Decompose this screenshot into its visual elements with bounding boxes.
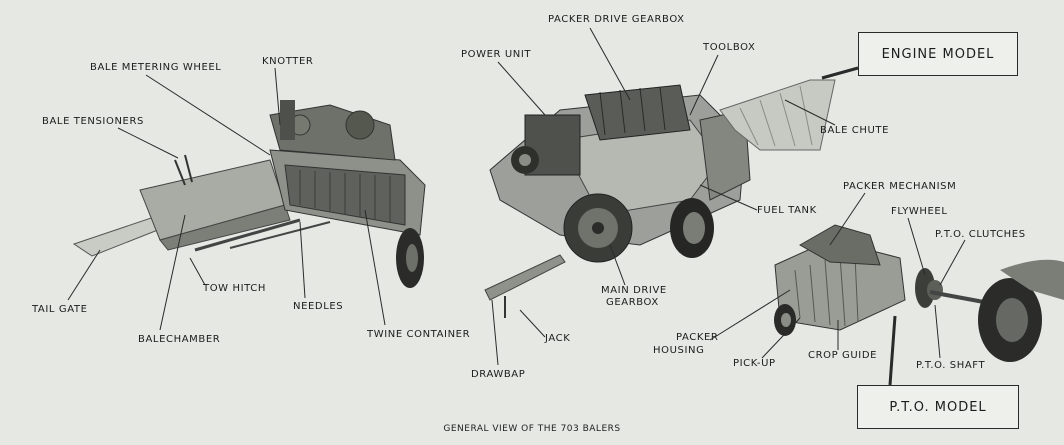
- label-pto-shaft: P.T.O. SHAFT: [916, 360, 986, 371]
- label-main-drive-gearbox: GEARBOX: [606, 297, 659, 308]
- leader-lines: [67, 27, 966, 386]
- label-tail-gate: TAIL GATE: [32, 304, 88, 315]
- label-toolbox: TOOLBOX: [703, 42, 756, 53]
- engine-model-box: ENGINE MODEL: [858, 32, 1018, 76]
- label-flywheel: FLYWHEEL: [891, 206, 948, 217]
- label-pto-clutches: P.T.O. CLUTCHES: [935, 229, 1026, 240]
- label-jack: JACK: [545, 333, 571, 344]
- label-twine-container: TWINE CONTAINER: [367, 329, 471, 340]
- label-packer-housing: HOUSING: [653, 345, 705, 356]
- label-pick-up: PICK-UP: [733, 358, 776, 369]
- label-main-drive: MAIN DRIVE: [601, 285, 667, 296]
- label-power-unit: POWER UNIT: [461, 49, 532, 60]
- label-packer: PACKER: [676, 332, 719, 343]
- pto-model-box: P.T.O. MODEL: [857, 385, 1019, 429]
- label-packer-mechanism: PACKER MECHANISM: [843, 181, 957, 192]
- label-needles: NEEDLES: [293, 301, 344, 312]
- label-fuel-tank: FUEL TANK: [757, 205, 817, 216]
- engine-model-baler-drawing: [484, 79, 836, 318]
- label-bale-chute: BALE CHUTE: [820, 125, 890, 136]
- label-balechamber: BALECHAMBER: [138, 334, 221, 345]
- label-drawbar: DRAWBAP: [471, 369, 526, 380]
- label-bale-tensioners: BALE TENSIONERS: [42, 116, 144, 127]
- left-baler-drawing: [72, 100, 426, 288]
- pto-model-baler-drawing: [774, 224, 1064, 362]
- label-bale-metering-wheel: BALE METERING WHEEL: [90, 62, 222, 73]
- figure-caption: GENERAL VIEW OF THE 703 BALERS: [443, 424, 621, 434]
- label-knotter: KNOTTER: [262, 56, 314, 67]
- label-crop-guide: CROP GUIDE: [808, 350, 878, 361]
- label-packer-drive-gearbox: PACKER DRIVE GEARBOX: [548, 14, 685, 25]
- label-tow-hitch: TOW HITCH: [203, 283, 266, 294]
